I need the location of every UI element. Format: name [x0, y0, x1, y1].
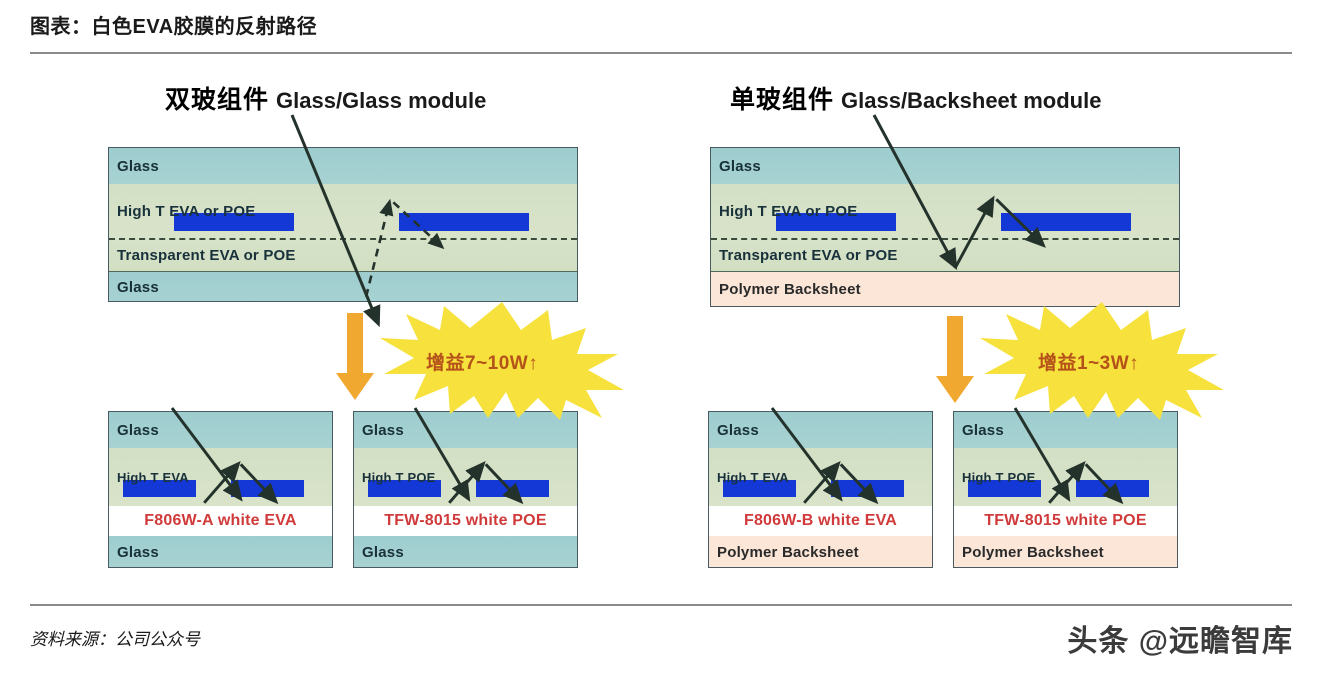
layer-label: Glass	[962, 421, 1004, 439]
solar-cell	[1001, 213, 1131, 231]
layer-label: High T POE	[962, 469, 1036, 485]
cell-plane-divider	[109, 238, 577, 240]
result-card-1: Glass High T EVA F806W-A white EVA Glass	[108, 411, 333, 568]
card-layer-glass-top: Glass	[709, 412, 932, 448]
layer-label: Glass	[719, 157, 761, 175]
layer-label: High T EVA	[717, 469, 789, 485]
panel-heading-en: Glass/Backsheet module	[841, 88, 1102, 113]
gain-starburst	[980, 302, 1224, 420]
solar-cell	[1076, 480, 1149, 497]
layer-label: Glass	[117, 278, 159, 296]
module-layer-backsheet: Polymer Backsheet	[711, 271, 1179, 306]
card-layer-bottom: Glass	[109, 536, 332, 567]
module-layer-transparent: Transparent EVA or POE	[109, 239, 577, 271]
gain-starburst	[380, 302, 624, 420]
layer-label: Transparent EVA or POE	[117, 246, 296, 264]
layer-label: Glass	[117, 544, 159, 561]
white-film-label: F806W-A white EVA	[144, 512, 297, 529]
layer-label: High T EVA	[117, 469, 189, 485]
layer-divider	[711, 271, 1179, 272]
result-card-1: Glass High T EVA F806W-B white EVA Polym…	[708, 411, 933, 568]
transition-arrow-down	[936, 316, 974, 403]
result-card-2: Glass High T POE TFW-8015 white POE Glas…	[353, 411, 578, 568]
layer-label: Glass	[117, 421, 159, 439]
panel-heading-en: Glass/Glass module	[276, 88, 487, 113]
solar-cell	[776, 213, 896, 231]
layer-label: Glass	[362, 544, 404, 561]
module-layer-transparent: Transparent EVA or POE	[711, 239, 1179, 271]
watermark: 头条 @远瞻智库	[1067, 625, 1293, 658]
layer-divider	[109, 271, 577, 272]
transition-arrow-down	[336, 313, 374, 400]
layer-label: High T POE	[362, 469, 436, 485]
card-layer-bottom: Glass	[354, 536, 577, 567]
module-layer-glass-top: Glass	[711, 148, 1179, 184]
gain-label: 增益7~10W↑	[426, 353, 539, 374]
card-layer-white-film: F806W-A white EVA	[109, 506, 332, 536]
layer-label: Glass	[362, 421, 404, 439]
card-layer-bottom: Polymer Backsheet	[709, 536, 932, 567]
panel-heading-cn: 单玻组件	[730, 86, 835, 114]
solar-cell	[174, 213, 294, 231]
title-divider	[30, 52, 1292, 54]
solar-cell	[476, 480, 549, 497]
top-module-glass-backsheet: Glass High T EVA or POE Transparent EVA …	[710, 147, 1180, 307]
card-layer-high-t: High T POE	[354, 448, 577, 506]
card-layer-glass-top: Glass	[109, 412, 332, 448]
solar-cell	[231, 480, 304, 497]
result-card-2: Glass High T POE TFW-8015 white POE Poly…	[953, 411, 1178, 568]
cell-plane-divider	[711, 238, 1179, 240]
layer-label: High T EVA or POE	[719, 203, 858, 220]
panel-heading-cn: 双玻组件	[165, 86, 270, 114]
layer-label: Glass	[117, 157, 159, 175]
card-layer-white-film: F806W-B white EVA	[709, 506, 932, 536]
page-title: 图表：白色EVA胶膜的反射路径	[30, 16, 318, 38]
module-layer-high-t: High T EVA or POE	[109, 184, 577, 239]
card-layer-high-t: High T POE	[954, 448, 1177, 506]
solar-cell	[831, 480, 904, 497]
white-film-label: TFW-8015 white POE	[984, 512, 1147, 529]
gain-label: 增益1~3W↑	[1038, 353, 1140, 374]
layer-label: Polymer Backsheet	[719, 281, 861, 298]
card-layer-white-film: TFW-8015 white POE	[954, 506, 1177, 536]
card-layer-high-t: High T EVA	[109, 448, 332, 506]
white-film-label: F806W-B white EVA	[743, 512, 898, 529]
layer-label: Polymer Backsheet	[962, 544, 1104, 561]
module-layer-glass-bottom: Glass	[109, 271, 577, 301]
layer-label: High T EVA or POE	[117, 203, 256, 220]
layer-label: Polymer Backsheet	[717, 544, 859, 561]
card-layer-high-t: High T EVA	[709, 448, 932, 506]
solar-cell	[399, 213, 529, 231]
module-layer-high-t: High T EVA or POE	[711, 184, 1179, 239]
card-layer-bottom: Polymer Backsheet	[954, 536, 1177, 567]
module-layer-glass-top: Glass	[109, 148, 577, 184]
source-note: 资料来源：公司公众号	[30, 630, 200, 649]
layer-label: Transparent EVA or POE	[719, 246, 898, 264]
white-film-label: TFW-8015 white POE	[384, 512, 547, 529]
top-module-glass-glass: Glass High T EVA or POE Transparent EVA …	[108, 147, 578, 302]
card-layer-white-film: TFW-8015 white POE	[354, 506, 577, 536]
layer-label: Glass	[717, 421, 759, 439]
footer-divider	[30, 604, 1292, 606]
